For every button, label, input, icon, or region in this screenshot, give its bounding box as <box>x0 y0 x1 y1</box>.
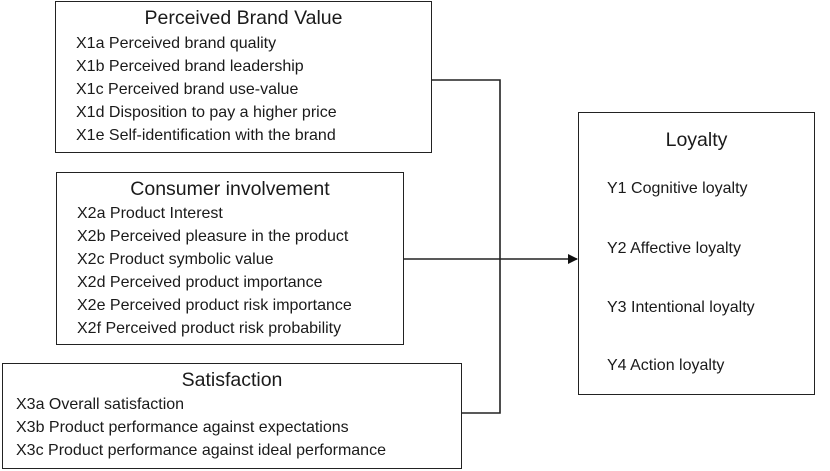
connector-brand-value <box>432 79 501 259</box>
list-item: X1a Perceived brand quality <box>76 35 277 52</box>
connector-satisfaction <box>462 259 501 414</box>
list-item: Y2 Affective loyalty <box>607 240 741 257</box>
list-item: X1e Self-identification with the brand <box>76 127 336 144</box>
list-item: X3b Product performance against expectat… <box>16 419 349 436</box>
perceived-brand-value-box: Perceived Brand Value X1a Perceived bran… <box>55 1 432 153</box>
list-item: X2e Perceived product risk importance <box>77 297 352 314</box>
list-item: Y3 Intentional loyalty <box>607 299 755 316</box>
list-item: X2c Product symbolic value <box>77 251 274 268</box>
list-item: X2a Product Interest <box>77 205 223 222</box>
box-title: Loyalty <box>665 129 728 151</box>
list-item: X1b Perceived brand leadership <box>76 58 304 75</box>
list-item: X2b Perceived pleasure in the product <box>77 228 349 245</box>
list-item: X1c Perceived brand use-value <box>76 81 299 98</box>
box-title: Satisfaction <box>181 369 283 391</box>
box-title: Consumer involvement <box>130 178 330 200</box>
list-item: X2f Perceived product risk probability <box>77 320 342 337</box>
list-item: Y1 Cognitive loyalty <box>607 180 748 197</box>
list-item: X3a Overall satisfaction <box>16 396 185 413</box>
list-item: Y4 Action loyalty <box>607 357 725 374</box>
list-item: X2d Perceived product importance <box>77 274 323 291</box>
list-item: X1d Disposition to pay a higher price <box>76 104 337 121</box>
box-title: Perceived Brand Value <box>144 7 343 29</box>
satisfaction-box: Satisfaction X3a Overall satisfaction X3… <box>2 363 462 469</box>
list-item: X3c Product performance against ideal pe… <box>16 442 386 459</box>
loyalty-box: Loyalty Y1 Cognitive loyalty Y2 Affectiv… <box>578 112 815 395</box>
consumer-involvement-box: Consumer involvement X2a Product Interes… <box>56 172 404 345</box>
